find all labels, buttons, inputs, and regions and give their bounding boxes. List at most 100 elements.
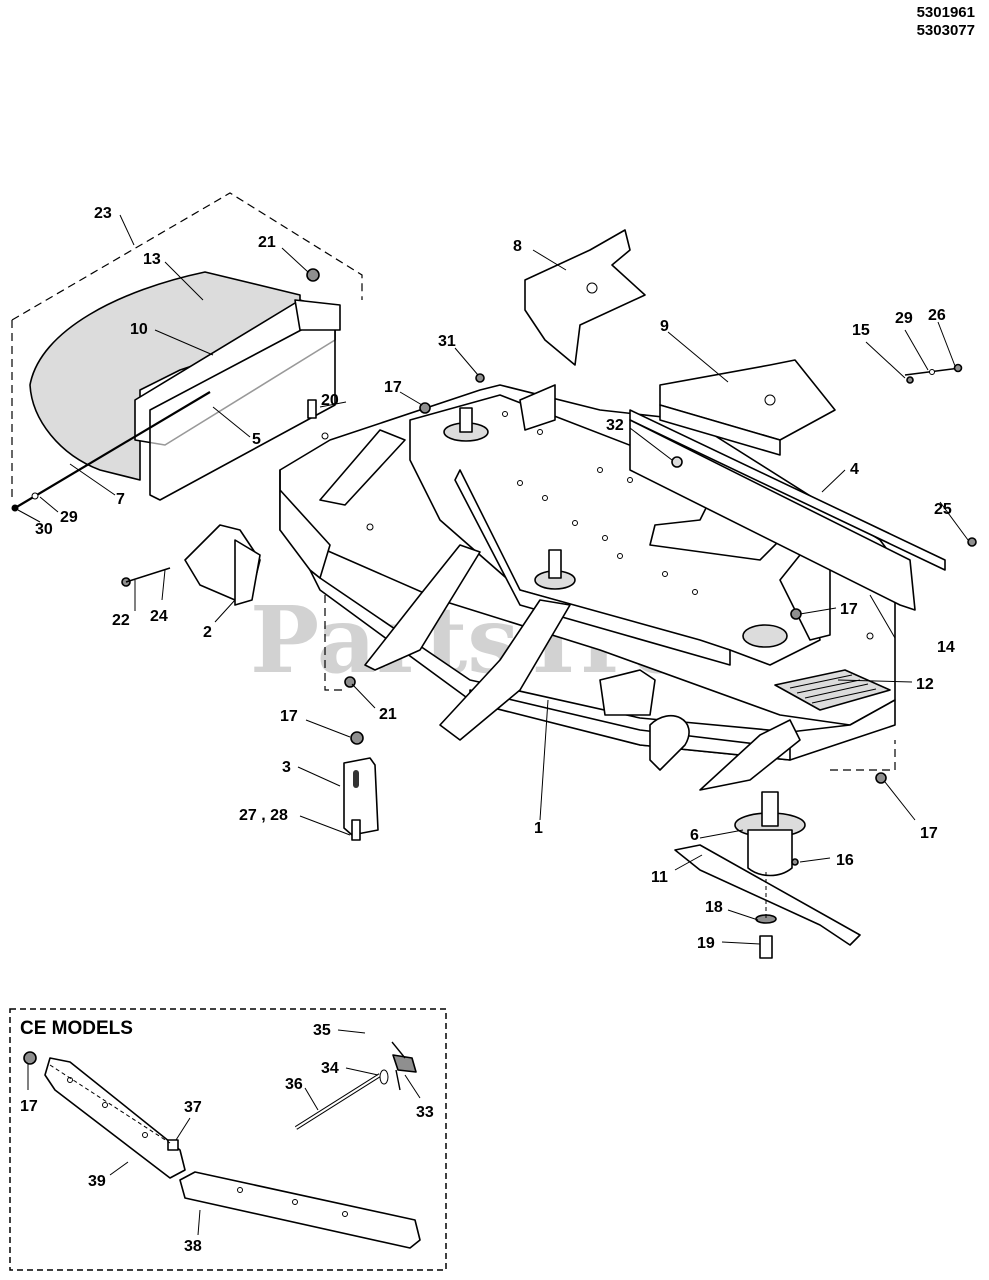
callout-29-right: 29: [895, 310, 913, 327]
rod-washer: [31, 492, 39, 500]
rear-bracket-mid: [519, 384, 556, 431]
callout-30: 30: [35, 521, 53, 538]
callout-32: 32: [606, 417, 624, 434]
callout-10: 10: [130, 321, 148, 338]
spindle-cover-left: [524, 229, 646, 366]
callout-15: 15: [852, 322, 870, 339]
step-plate-grip: [789, 674, 877, 704]
callout-22: 22: [112, 612, 130, 629]
callout-3: 3: [282, 759, 291, 776]
callout-2: 2: [203, 624, 212, 641]
callout-21-deck: 21: [379, 706, 397, 723]
callout-12: 12: [916, 676, 934, 693]
ce-straight-guard: [179, 1171, 421, 1249]
ce-models-title: CE MODELS: [20, 1018, 133, 1039]
deck-spindle-right: [742, 624, 788, 648]
chute-cover: [29, 271, 301, 481]
stop-plate-slot: [353, 770, 359, 788]
callout-39: 39: [88, 1173, 106, 1190]
spindle-shaft: [761, 791, 779, 827]
rod-nut: [11, 504, 19, 512]
callout-9: 9: [660, 318, 669, 335]
chute-bracket: [294, 299, 341, 331]
rear-rail: [629, 409, 946, 571]
chute-rod: [14, 391, 211, 509]
cutting-blade: [674, 844, 861, 946]
callout-17-left: 17: [280, 708, 298, 725]
rear-bracket-right: [779, 544, 831, 641]
rear-baffle: [629, 419, 916, 611]
callout-labels: 8 9 15 29 26 25 4 14 12 17 32 31 17 20 2…: [35, 205, 955, 952]
callout-4: 4: [850, 461, 859, 478]
deck-bumper-block: [599, 669, 656, 716]
deck-left-side: [279, 469, 331, 579]
callout-14: 14: [937, 639, 955, 656]
callout-leaders: [17, 214, 969, 945]
part-number-2: 5303077: [916, 22, 975, 39]
ce-spring-leg: [395, 1069, 401, 1091]
cover-right-hole: [764, 394, 776, 406]
callout-7: 7: [116, 491, 125, 508]
ce-models-box: CE MODELS 35 34 36 33: [9, 1008, 447, 1271]
callout-27-28: 27 , 28: [239, 807, 288, 824]
chute-pivot-bolt: [307, 399, 317, 419]
spindle-cover-right-edge: [659, 404, 781, 456]
callout-19: 19: [697, 935, 715, 952]
callout-17-bottom-right: 17: [920, 825, 938, 842]
callout-26: 26: [928, 307, 946, 324]
ce-models-border: [9, 1008, 447, 1271]
hanger-bracket-side: [234, 539, 261, 606]
callout-16: 16: [836, 852, 854, 869]
callout-5: 5: [252, 431, 261, 448]
callout-34: 34: [321, 1060, 339, 1077]
spindle-housing-body: [747, 829, 793, 877]
callout-35: 35: [313, 1022, 331, 1039]
part-number-1: 5301961: [916, 4, 975, 21]
stop-plate: [343, 757, 379, 836]
stop-plate-nut: [350, 731, 364, 745]
callout-23: 23: [94, 205, 112, 222]
callout-37: 37: [184, 1099, 202, 1116]
front-bracket-left: [439, 599, 571, 741]
front-bracket-mid: [364, 544, 481, 671]
callout-11: 11: [651, 869, 668, 886]
ce-spring-arm: [391, 1041, 406, 1059]
callout-25: 25: [934, 501, 952, 518]
blade-bolt: [759, 935, 773, 959]
ce-angled-guard: [44, 1057, 186, 1179]
callout-8: 8: [513, 238, 522, 255]
spindle-blade-assembly: [674, 791, 861, 959]
callout-38: 38: [184, 1238, 202, 1255]
deck-spindle-center-shaft: [548, 549, 562, 579]
callout-33: 33: [416, 1104, 434, 1121]
cover-left-hole: [586, 282, 598, 294]
chute-bolt-nut: [306, 268, 320, 282]
step-plate: [774, 669, 891, 711]
callout-17-rear: 17: [384, 379, 402, 396]
front-bracket-right: [699, 719, 801, 791]
callout-20: 20: [321, 392, 339, 409]
callout-24: 24: [150, 608, 168, 625]
misc-hardware: [419, 363, 977, 866]
callout-17-ce: 17: [20, 1098, 38, 1115]
callout-29-left: 29: [60, 509, 78, 526]
ce-rod-highlight: [295, 1074, 381, 1129]
callout-31: 31: [438, 333, 456, 350]
callout-6: 6: [690, 827, 699, 844]
callout-13: 13: [143, 251, 161, 268]
callout-1: 1: [534, 820, 543, 837]
discharge-chute-assembly: [11, 192, 363, 512]
ce-nut: [23, 1051, 37, 1065]
ce-spring: [392, 1054, 417, 1073]
deck-spindle-left-shaft: [459, 407, 473, 433]
callout-21-top: 21: [258, 234, 276, 251]
callout-17-deck-right: 17: [840, 601, 858, 618]
ce-bolt: [167, 1139, 179, 1151]
ce-bolt-axis: [49, 1064, 171, 1144]
deck-pan-edge: [454, 469, 731, 666]
stop-plate-bolt: [351, 819, 361, 841]
deck-roller-bracket: [649, 714, 690, 771]
align-line-21: [324, 595, 345, 691]
bracket-bolt: [125, 567, 171, 583]
